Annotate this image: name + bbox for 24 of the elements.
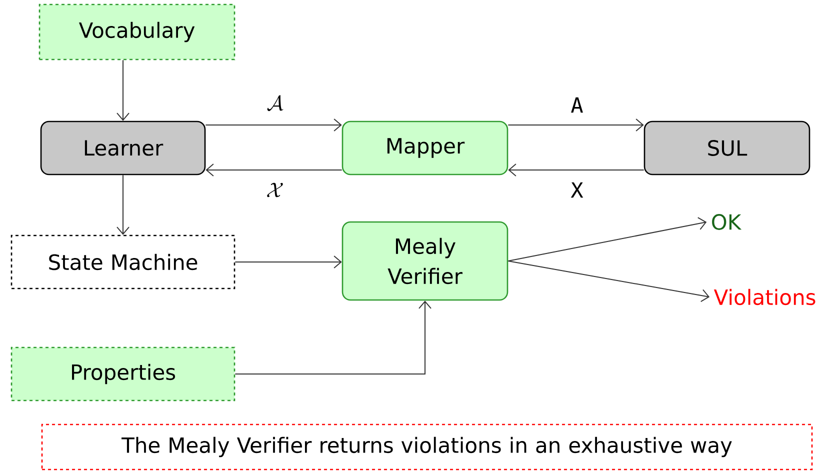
result-label: OK: [712, 214, 742, 230]
arrow: [234, 256, 342, 268]
arrow: [508, 118, 644, 132]
output-box: State Machine: [10, 234, 236, 290]
input-box: Vocabulary: [38, 4, 236, 60]
arrow: [205, 118, 342, 132]
edge-label: A: [571, 97, 583, 113]
arrow: [116, 174, 130, 235]
arrow: [234, 300, 432, 374]
edge-label: X: [570, 182, 584, 198]
arrow: [508, 164, 644, 176]
process-box: SUL: [644, 120, 810, 176]
process-box: Mapper: [342, 120, 508, 176]
arrow: [206, 164, 342, 176]
process-box: Learner: [40, 120, 206, 176]
note-box: The Mealy Verifier returns violations in an exhaustive way: [41, 424, 813, 470]
edge-label: $\mathcal{X}$: [267, 182, 283, 198]
input-box: Properties: [10, 346, 236, 402]
arrow: [508, 217, 707, 262]
arrow: [116, 60, 130, 121]
result-label: Violations: [714, 288, 816, 306]
edge-label: $\mathcal{A}$: [267, 95, 284, 112]
process-box: Mealy Verifier: [342, 221, 508, 301]
arrow: [508, 260, 710, 302]
